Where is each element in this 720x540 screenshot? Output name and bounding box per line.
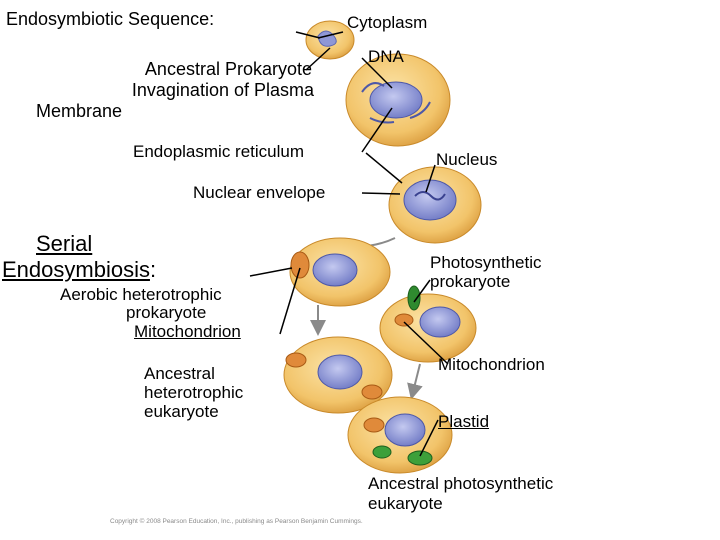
- label-photosynthetic: Photosynthetic: [430, 253, 542, 272]
- arrow-down-right: [407, 363, 423, 400]
- label-ancestral-heterotrophic-3: eukaryote: [144, 402, 219, 421]
- label-ancestral-photosynthetic: Ancestral photosynthetic: [368, 474, 554, 493]
- label-aerobic-1: Aerobic heterotrophic: [60, 285, 222, 304]
- label-cytoplasm: Cytoplasm: [347, 13, 428, 32]
- label-nuclear-envelope: Nuclear envelope: [193, 183, 326, 202]
- label-endosymbiosis: Endosymbiosis:: [2, 257, 157, 282]
- label-serial: Serial: [36, 231, 93, 256]
- label-ancestral-heterotrophic-2: heterotrophic: [144, 383, 244, 402]
- ancestral-prokaryote-cell: [305, 20, 355, 60]
- aerobic-engulfing-cell: [289, 237, 391, 307]
- label-invagination-1: Invagination of Plasma: [131, 80, 314, 100]
- label-invagination-2: Membrane: [36, 101, 123, 121]
- serial-colon: :: [149, 257, 157, 282]
- label-endoplasmic-reticulum: Endoplasmic reticulum: [133, 142, 305, 161]
- heterotrophic-eukaryote-cell: [283, 336, 393, 414]
- label-photosynthetic-eukaryote: eukaryote: [368, 494, 443, 513]
- copyright-notice: Copyright © 2008 Pearson Education, Inc.…: [110, 518, 363, 525]
- label-nucleus: Nucleus: [436, 150, 498, 169]
- title-colon: :: [209, 9, 215, 29]
- leader-lines: [249, 31, 449, 457]
- label-ancestral-prokaryote: Ancestral Prokaryote: [144, 59, 312, 79]
- nucleated-cell: [388, 166, 482, 244]
- label-plastid: Plastid: [438, 412, 490, 431]
- label-dna: DNA: [368, 47, 404, 66]
- label-aerobic-2: prokaryote: [126, 303, 207, 322]
- photosynthetic-eukaryote-cell: [347, 396, 453, 474]
- invagination-cell: [345, 53, 451, 147]
- diagram-title: Endosymbiotic Sequence:: [6, 9, 215, 29]
- label-ancestral-heterotrophic-1: Ancestral: [144, 364, 215, 383]
- label-mitochondrion-left: Mitochondrion: [134, 322, 241, 341]
- label-photosynthetic-prokaryote: prokaryote: [430, 272, 511, 291]
- photosynthetic-engulfing-cell: [379, 285, 477, 363]
- label-mitochondrion-right: Mitochondrion: [438, 355, 545, 374]
